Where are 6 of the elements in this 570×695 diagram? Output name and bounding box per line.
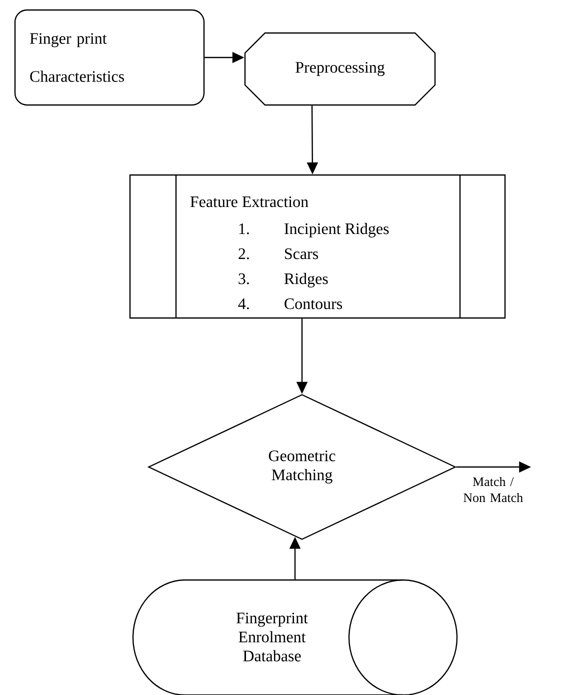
process-box: Feature Extraction 1. Incipient Ridges 2. Scars 3. Ridges 4. Contours <box>129 174 506 319</box>
edge-label: Match / Non Match <box>464 476 523 502</box>
octagon-box: Preprocessing <box>244 32 436 106</box>
node-label: Fingerprint Enrolment Database <box>236 612 308 662</box>
database-cylinder: Fingerprint Enrolment Database <box>132 579 458 695</box>
rounded-box: Finger print Characteristics <box>14 9 205 106</box>
